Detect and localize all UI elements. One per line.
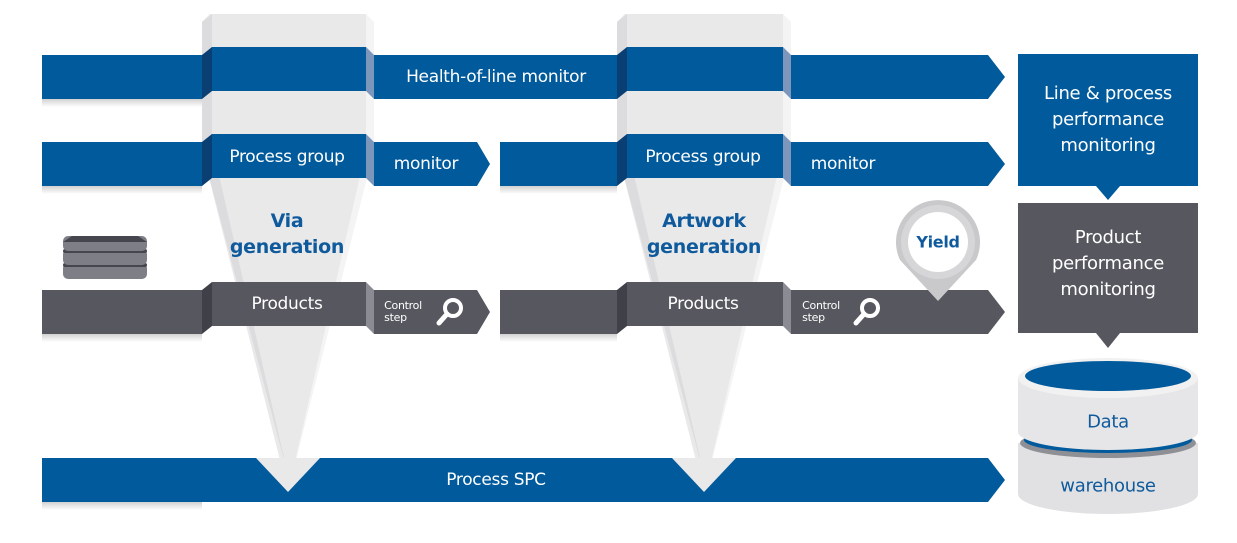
magnifier-icon — [853, 298, 880, 326]
warehouse-label: warehouse — [1060, 475, 1156, 497]
magnifier-icon — [436, 298, 463, 326]
box-line-process-performance — [1018, 54, 1198, 200]
product-performance-label: Product performance monitoring — [1052, 227, 1164, 300]
band-health-of-line — [42, 47, 1005, 107]
line-process-performance-label: Line & process performance monitoring — [1044, 83, 1172, 156]
products-label-1: Products — [251, 294, 323, 314]
via-generation-label: Via generation — [229, 210, 345, 258]
artwork-generation-label: Artwork generation — [646, 210, 762, 258]
band-process-group — [42, 134, 1005, 194]
products-label-2: Products — [667, 294, 739, 314]
control-step-label-2: Control step — [802, 299, 840, 324]
monitor-label-2: monitor — [810, 154, 876, 174]
process-group-label-1: Process group — [229, 147, 345, 167]
band-products — [42, 282, 1005, 342]
map-pin-icon — [896, 200, 980, 301]
process-spc-label: Process SPC — [446, 470, 546, 490]
band-process-spc — [42, 458, 1005, 510]
process-group-label-2: Process group — [645, 147, 761, 167]
box-product-performance — [1018, 203, 1198, 348]
health-of-line-label: Health-of-line monitor — [406, 67, 586, 87]
database-icon — [1018, 358, 1198, 514]
control-step-label-1: Control step — [384, 299, 422, 324]
data-label: Data — [1087, 411, 1129, 433]
yield-label: Yield — [916, 232, 960, 252]
monitor-label-1: monitor — [393, 154, 459, 174]
stack-icon — [63, 236, 147, 279]
